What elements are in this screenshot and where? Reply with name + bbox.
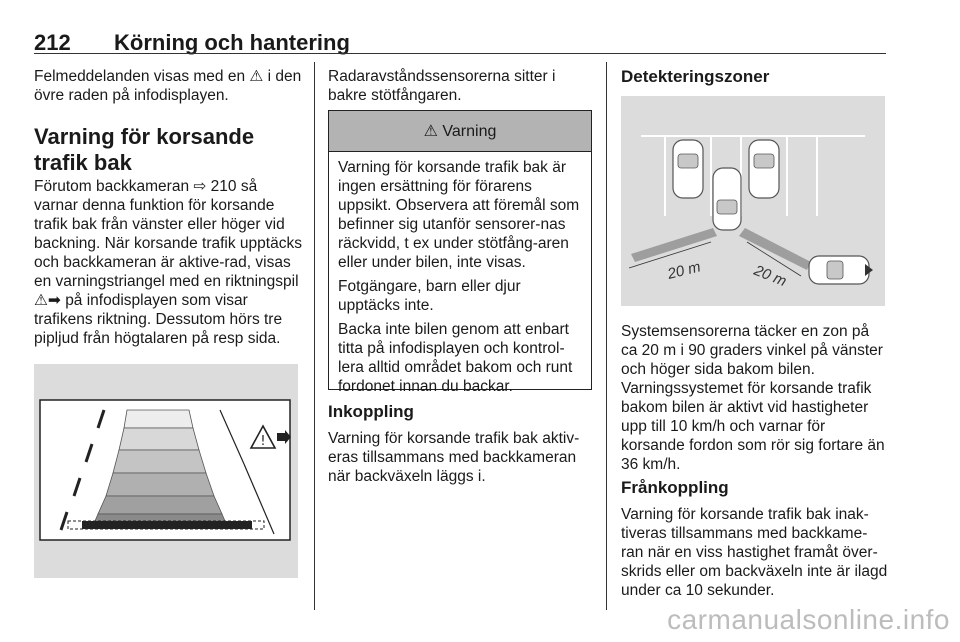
warning-icon: ⚠ bbox=[423, 121, 438, 140]
camera-display-figure: ! bbox=[34, 364, 298, 578]
warning-paragraph-2: Fotgängare, barn eller djur upptäcks int… bbox=[338, 278, 521, 314]
activation-body: Varning för korsande trafik bak aktiv-er… bbox=[328, 430, 580, 485]
warning-paragraph-1: Varning för korsande trafik bak är ingen… bbox=[338, 159, 580, 271]
warning-title: Varning bbox=[442, 123, 497, 140]
header-rule bbox=[34, 53, 886, 54]
intro-text: Felmeddelanden visas med en ⚠ i den övre… bbox=[34, 68, 302, 104]
section-heading-activation: Inkoppling bbox=[328, 402, 414, 421]
svg-text:!: ! bbox=[260, 434, 265, 449]
sensor-intro: Radaravståndssensorerna sitter i bakre s… bbox=[328, 68, 556, 104]
deactivation-body: Varning för korsande trafik bak inak-tiv… bbox=[621, 506, 888, 599]
detection-zones-figure: 20 m 20 m bbox=[621, 96, 885, 306]
warning-box: ⚠ Varning Varning för korsande trafik ba… bbox=[328, 110, 592, 395]
rear-camera-illustration: ! bbox=[34, 364, 298, 578]
warning-paragraph-3: Backa inte bilen genom att enbart titta … bbox=[338, 321, 573, 395]
parking-zones-illustration: 20 m 20 m bbox=[621, 96, 885, 306]
section-heading-detection-zones: Detekteringszoner bbox=[621, 67, 770, 86]
page-number: 212 bbox=[34, 30, 71, 55]
chapter-title: Körning och hantering bbox=[114, 30, 350, 55]
section-heading-deactivation: Frånkoppling bbox=[621, 478, 729, 497]
column-divider-2 bbox=[606, 62, 607, 610]
section-heading-rear-cross-traffic: Varning för korsande trafik bak bbox=[34, 124, 255, 175]
warning-header: ⚠ Varning bbox=[329, 111, 591, 152]
watermark: carmanualsonline.info bbox=[667, 604, 950, 635]
detection-zones-body: Systemsensorerna täcker en zon på ca 20 … bbox=[621, 323, 885, 473]
column-divider-1 bbox=[314, 62, 315, 610]
section-body: Förutom backkameran ⇨ 210 så varnar denn… bbox=[34, 178, 302, 347]
